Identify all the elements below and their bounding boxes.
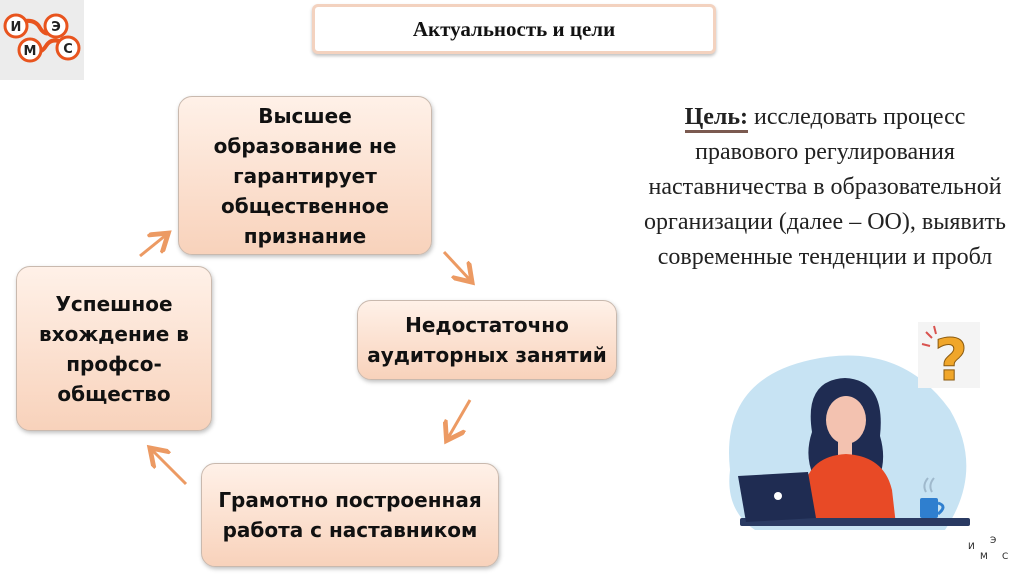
corner-logo-letter-4: С: [1002, 552, 1009, 562]
logo-letter-1: И: [11, 20, 22, 35]
goal-statement: Цель: исследовать процесс правового регу…: [640, 100, 1010, 275]
slide-title: Актуальность и цели: [312, 4, 716, 54]
logo-letter-3: Э: [51, 20, 61, 35]
desk: [740, 518, 970, 526]
laptop-logo: [774, 492, 782, 500]
goal-text: исследовать процесс правового регулирова…: [644, 104, 1006, 270]
svg-text:?: ?: [934, 326, 968, 388]
sweater: [800, 454, 896, 525]
corner-logo: И Э М С: [968, 536, 1024, 568]
imes-logo: И М Э С: [0, 0, 84, 80]
imes-logo-graphic: И М Э С: [3, 13, 81, 63]
mug-icon: [920, 498, 938, 518]
cycle-node-professional-entry: Успешное вхождение в профсо-общество: [16, 266, 212, 431]
mug-handle: [937, 501, 945, 516]
corner-logo-letter-3: М: [980, 552, 988, 562]
cycle-node-mentor-work: Грамотно построенная работа с наставнико…: [201, 463, 499, 567]
logo-letter-4: С: [63, 42, 73, 57]
arrow-4-to-1: [139, 235, 166, 258]
arrow-3-to-4: [152, 450, 188, 486]
woman-at-laptop-illustration: [729, 355, 970, 530]
corner-logo-letter-1: И: [968, 542, 975, 552]
steam: [923, 477, 935, 493]
goal-label: Цель:: [684, 104, 749, 133]
corner-logo-letter-2: Э: [990, 536, 997, 546]
arrow-2-to-3: [448, 399, 472, 438]
cycle-node-insufficient-classes: Недостаточно аудиторных занятий: [357, 300, 617, 380]
cycle-node-higher-education: Высшее образование не гарантирует общест…: [178, 96, 432, 255]
question-mark-icon: ?: [918, 322, 980, 388]
logo-letter-2: М: [24, 44, 37, 59]
face: [826, 396, 866, 444]
arrow-1-to-2: [442, 250, 470, 280]
